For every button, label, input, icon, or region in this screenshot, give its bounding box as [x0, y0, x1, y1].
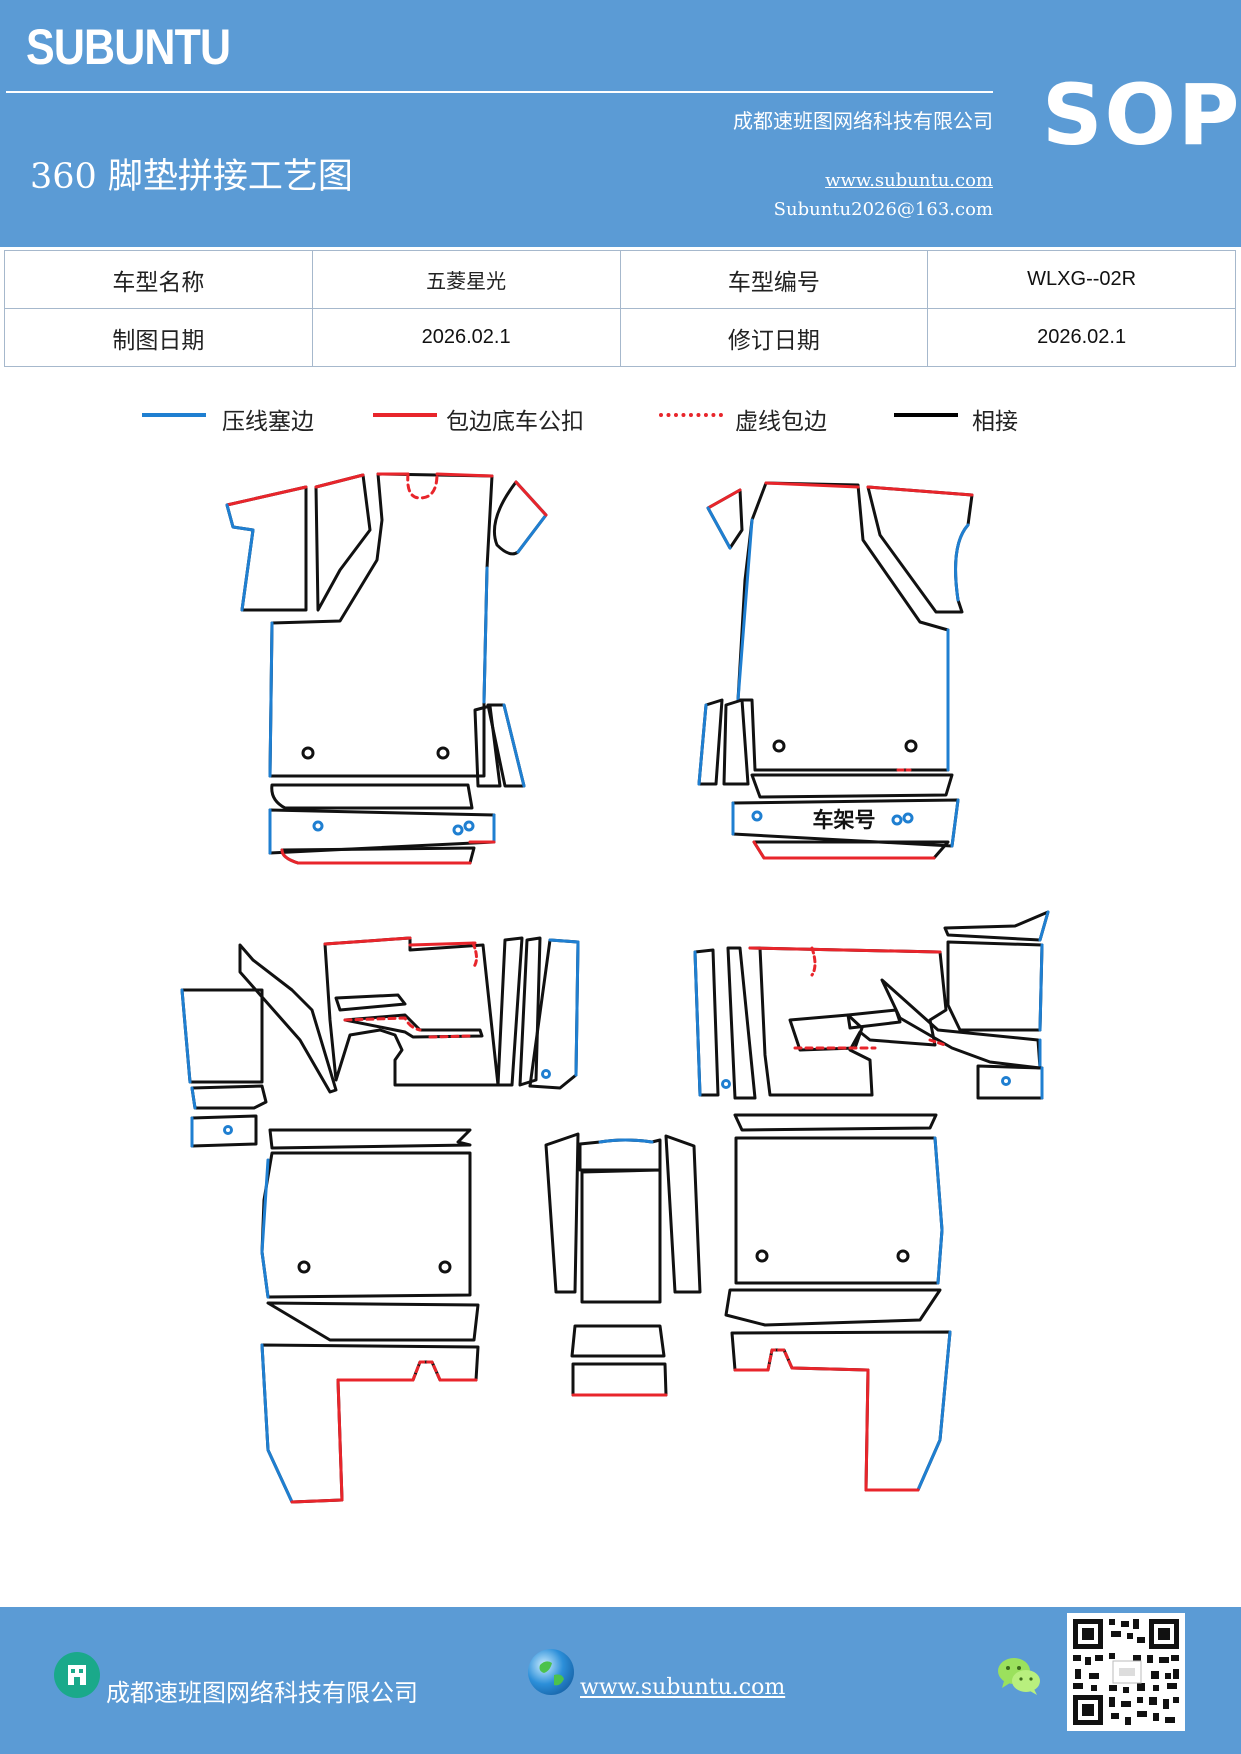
header-divider	[6, 91, 993, 93]
table-row: 制图日期 2026.02.1 修订日期 2026.02.1	[4, 308, 1236, 367]
building-icon	[54, 1652, 100, 1698]
legend-swatch	[142, 413, 206, 417]
page-title: 360 脚垫拼接工艺图	[30, 157, 353, 197]
header-company-name: 成都速班图网络科技有限公司	[733, 109, 993, 133]
mat-piece-center-tunnel	[544, 1132, 702, 1397]
revision-date-label: 修订日期	[619, 308, 929, 367]
mat-piece-mid-left-rear	[180, 936, 580, 1504]
legend-label: 压线塞边	[222, 409, 314, 435]
legend-label: 相接	[972, 409, 1018, 435]
header-email: Subuntu2026@163.com	[773, 199, 993, 220]
legend-swatch	[894, 413, 958, 417]
draw-date-label: 制图日期	[4, 308, 313, 367]
legend-label: 虚线包边	[735, 409, 827, 435]
model-code-label: 车型编号	[619, 250, 929, 309]
model-code-value: WLXG--02R	[927, 250, 1236, 309]
footer-website-link[interactable]: www.subuntu.com	[580, 1675, 786, 1700]
legend-swatch	[659, 413, 723, 417]
mat-piece-mid-right-rear	[693, 910, 1050, 1492]
legend-label: 包边底车公扣	[446, 409, 584, 435]
frame-number-label: 车架号	[813, 808, 876, 832]
qr-code	[1067, 1613, 1185, 1731]
revision-date-value: 2026.02.1	[927, 308, 1236, 367]
brand-logo: SUBUNTU	[26, 19, 231, 75]
sop-badge: SOP	[1042, 66, 1241, 164]
footer-banner: 成都速班图网络科技有限公司 www.subuntu.com	[0, 1607, 1241, 1754]
header-banner: SUBUNTU 成都速班图网络科技有限公司 360 脚垫拼接工艺图 www.su…	[0, 0, 1241, 247]
mat-piece-top-right-front: 车架号	[697, 481, 974, 860]
model-name-label: 车型名称	[4, 250, 313, 309]
table-row: 车型名称 五菱星光 车型编号 WLXG--02R	[4, 250, 1236, 309]
globe-icon	[528, 1649, 574, 1695]
mat-piece-top-left-front	[225, 472, 548, 865]
vehicle-info-table: 车型名称 五菱星光 车型编号 WLXG--02R 制图日期 2026.02.1 …	[4, 250, 1236, 367]
legend-swatch	[373, 413, 437, 417]
wechat-icon[interactable]	[996, 1655, 1042, 1697]
model-name-value: 五菱星光	[311, 250, 621, 309]
header-website-link[interactable]: www.subuntu.com	[825, 170, 993, 191]
footer-company-name: 成都速班图网络科技有限公司	[106, 1679, 418, 1707]
draw-date-value: 2026.02.1	[311, 308, 621, 367]
